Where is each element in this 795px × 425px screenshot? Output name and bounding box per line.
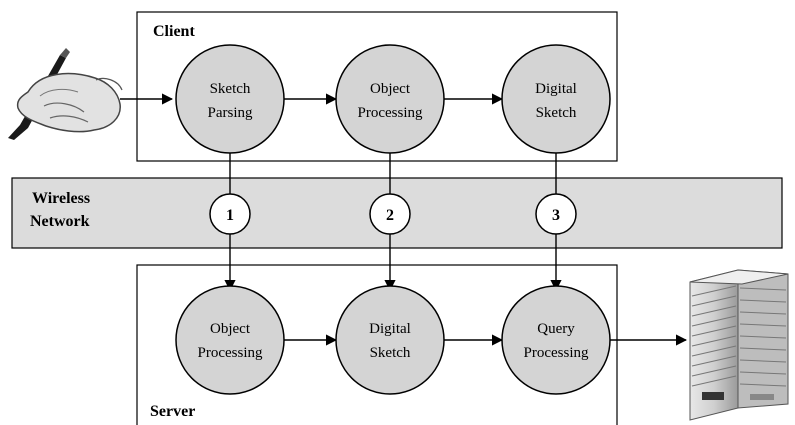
client-node-sketch-parsing: Sketch Parsing	[175, 44, 285, 154]
server-node-query-processing: Query Processing	[501, 285, 611, 395]
client-node-2-line2: Processing	[358, 105, 423, 121]
client-node-3-line2: Sketch	[536, 105, 577, 121]
channel-1-label: 1	[226, 207, 234, 224]
channel-1: 1	[209, 193, 251, 235]
server-title: Server	[150, 403, 195, 420]
client-node-1-line2: Parsing	[208, 105, 254, 121]
client-node-3-line1: Digital	[535, 81, 577, 97]
server-node-digital-sketch: Digital Sketch	[335, 285, 445, 395]
client-node-2-line1: Object	[370, 81, 411, 97]
client-node-object-processing: Object Processing	[335, 44, 445, 154]
server-node-object-processing: Object Processing	[175, 285, 285, 395]
server-node-2-line1: Digital	[369, 321, 411, 337]
channel-3-label: 3	[552, 207, 560, 224]
network-label-line2: Network	[30, 213, 90, 230]
client-node-1-line1: Sketch	[210, 81, 251, 97]
server-node-1-line2: Processing	[198, 345, 263, 361]
client-node-digital-sketch: Digital Sketch	[501, 44, 611, 154]
channel-3: 3	[535, 193, 577, 235]
server-node-2-line2: Sketch	[370, 345, 411, 361]
server-node-3-line2: Processing	[524, 345, 589, 361]
channel-2-label: 2	[386, 207, 394, 224]
network-label-line1: Wireless	[32, 190, 90, 207]
client-title: Client	[153, 23, 195, 40]
channel-2: 2	[369, 193, 411, 235]
server-node-3-line1: Query	[537, 321, 575, 337]
hand-with-pen-icon	[8, 48, 123, 140]
server-rack-icon	[689, 269, 789, 421]
server-node-1-line1: Object	[210, 321, 251, 337]
